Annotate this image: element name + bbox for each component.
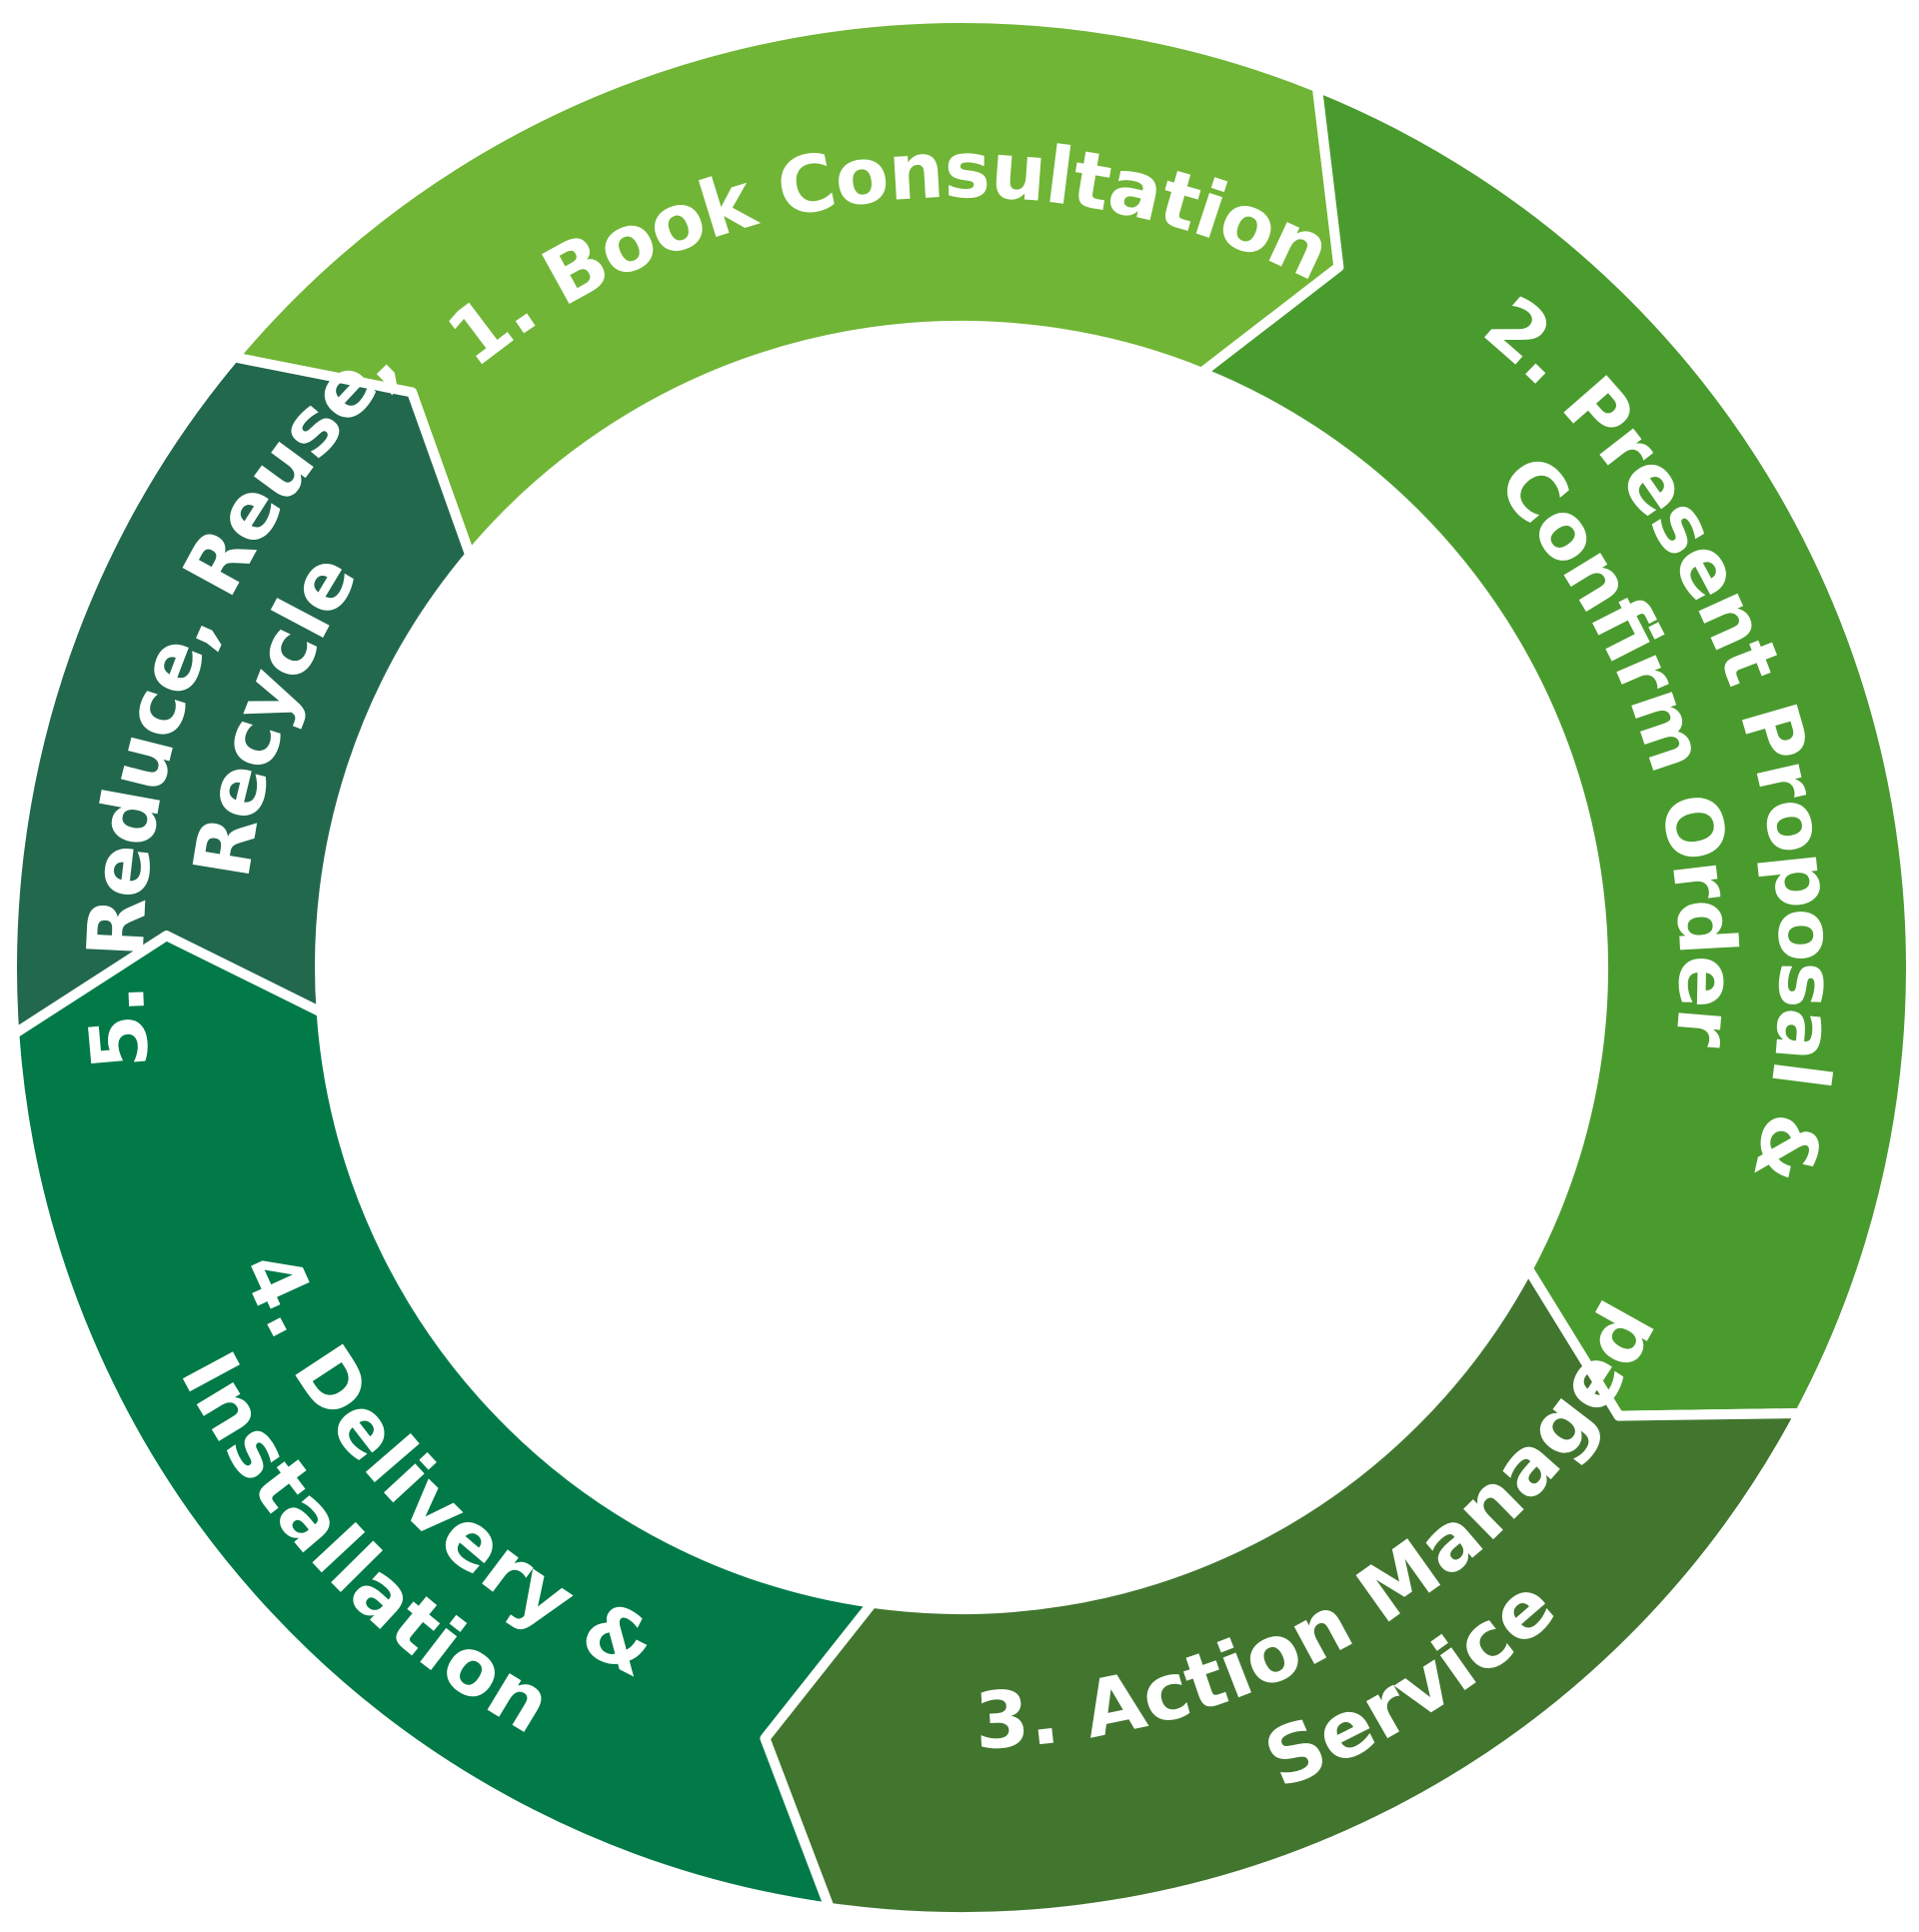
cycle-segment-3 <box>760 1263 1805 1923</box>
cycle-segment-4 <box>9 931 878 1913</box>
cycle-segment-5 <box>7 352 476 1039</box>
cycle-segment-1 <box>229 13 1344 561</box>
cycle-segment-2 <box>1196 82 1916 1421</box>
ring-segments <box>7 13 1916 1923</box>
